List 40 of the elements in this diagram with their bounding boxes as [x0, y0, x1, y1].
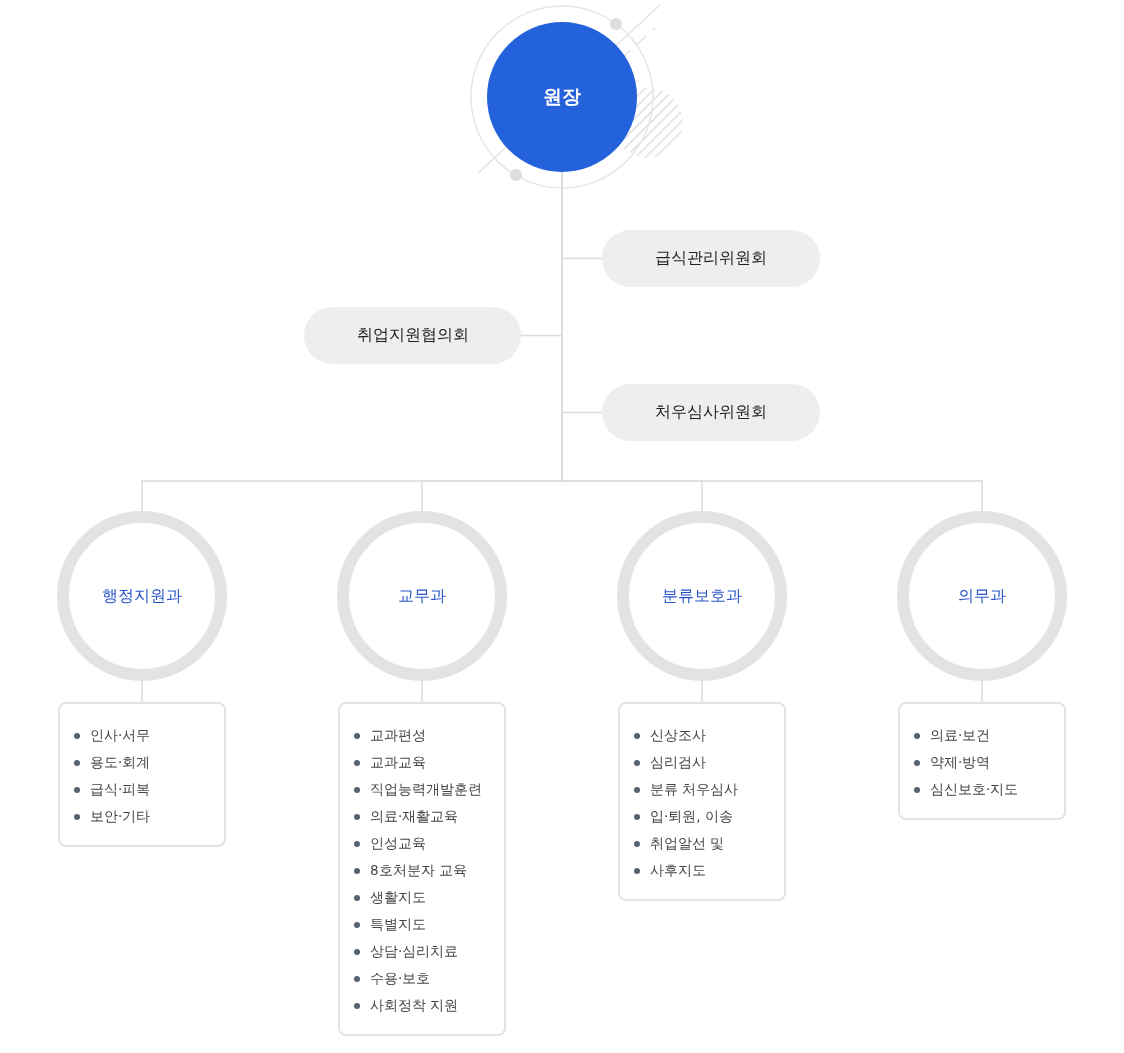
list-item: 특별지도: [354, 911, 482, 938]
list-item: 교과편성: [354, 722, 482, 749]
duty-list-box: [58, 702, 226, 847]
list-item: 신상조사: [634, 722, 739, 749]
label-text: 행정지원과: [102, 585, 182, 607]
committee-pill: [304, 307, 521, 364]
label-text: 급식관리위원회: [655, 248, 767, 269]
list-item: 입·퇴원, 이송: [634, 803, 739, 830]
director-circle: [487, 22, 637, 172]
list-item: 교과교육: [354, 749, 482, 776]
list-item: 심리검사: [634, 749, 739, 776]
list-item: 의료·재활교육: [354, 803, 482, 830]
list-item: 인사·서무: [74, 722, 151, 749]
duty-list-box: [898, 702, 1066, 820]
list-item: 인성교육: [354, 830, 482, 857]
label-text: 교무과: [398, 585, 446, 607]
list-item: 의료·보건: [914, 722, 1019, 749]
list-item: 상담·심리치료: [354, 938, 482, 965]
label-text: 의무과: [958, 585, 1006, 607]
committee-pill: [602, 384, 820, 441]
list-item: 심신보호·지도: [914, 776, 1019, 803]
list-item: 8호처분자 교육: [354, 857, 482, 884]
label-text: 취업지원협의회: [356, 325, 469, 346]
list-item: 보안·기타: [74, 803, 151, 830]
list-item: 생활지도: [354, 884, 482, 911]
list-item: 사후지도: [634, 857, 739, 884]
list-item: 약제·방역: [914, 749, 1019, 776]
list-item: 직업능력개발훈련: [354, 776, 482, 803]
list-item: 수용·보호: [354, 965, 482, 992]
label-text: 처우심사위원회: [655, 402, 767, 423]
duty-list-box: [618, 702, 786, 901]
list-item: 사회정착 지원: [354, 992, 482, 1019]
list-item: 급식·피복: [74, 776, 151, 803]
list-item: 분류 처우심사: [634, 776, 739, 803]
label-text: 분류보호과: [662, 585, 742, 607]
committee-pill: [602, 230, 820, 287]
list-item: 용도·회계: [74, 749, 151, 776]
duty-list-box: [338, 702, 506, 1036]
list-item: 취업알선 및: [634, 830, 739, 857]
title-text: 원장: [543, 84, 581, 109]
